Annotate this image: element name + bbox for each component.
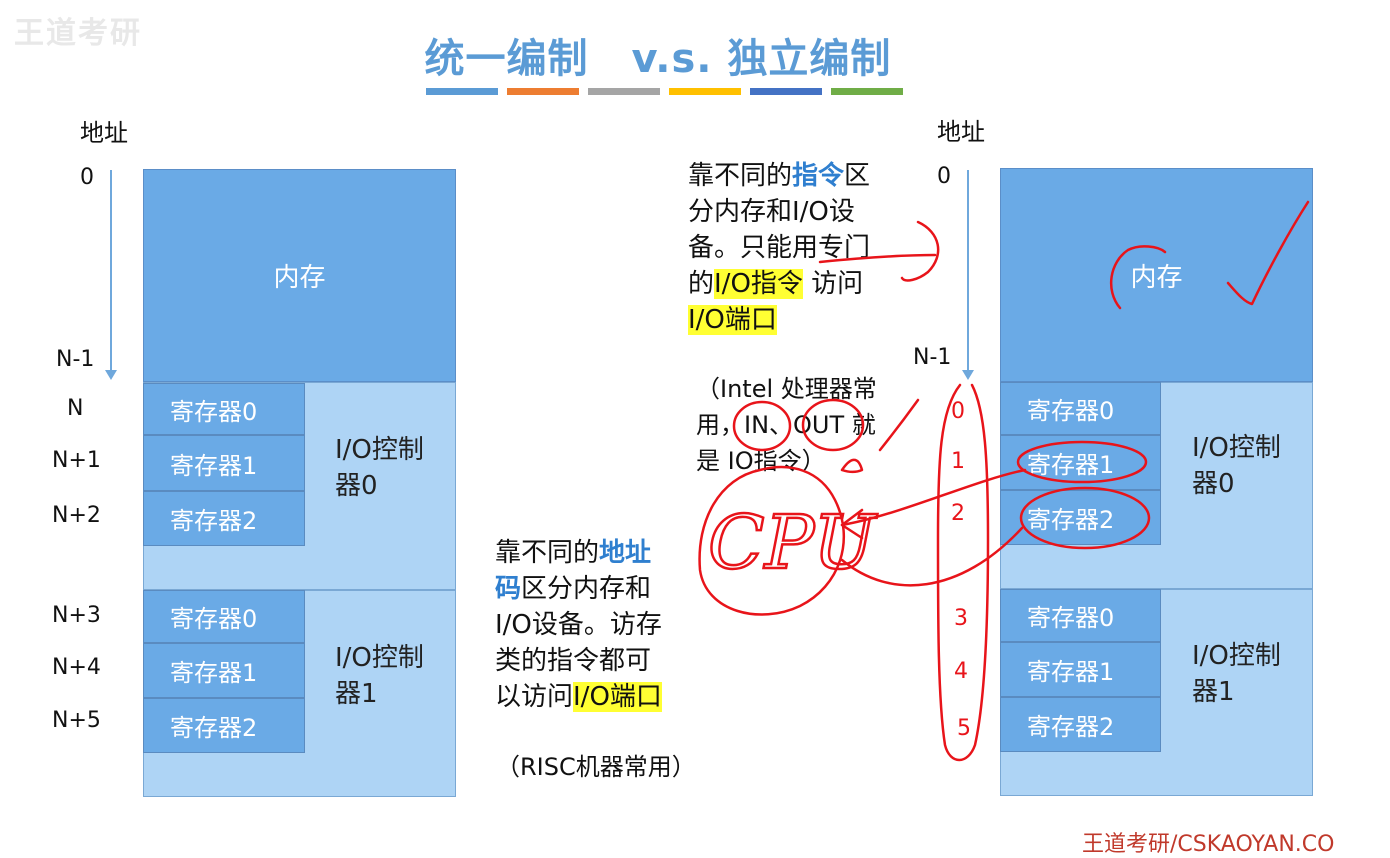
note-text: 用，IN、OUT 就 bbox=[696, 411, 876, 439]
address-axis-line bbox=[110, 170, 112, 370]
ink-port-number: 3 bbox=[954, 606, 968, 631]
title-right: 独立编制 bbox=[727, 36, 892, 82]
ink-port-enclosure bbox=[936, 383, 990, 762]
title-vs: v.s. bbox=[631, 36, 713, 82]
address-axis-arrow bbox=[105, 370, 117, 380]
address-axis-title: 地址 bbox=[937, 118, 985, 146]
note-intel: （Intel 处理器常 用，IN、OUT 就 是 IO指令） bbox=[696, 371, 877, 479]
note-text: 区 bbox=[844, 161, 871, 191]
io-controller-label: I/O控制 器1 bbox=[335, 640, 424, 712]
note-risc: （RISC机器常用） bbox=[496, 753, 696, 781]
note-text: 分内存和I/O设 bbox=[688, 197, 855, 227]
address-axis-arrow bbox=[962, 370, 974, 380]
logo: 王道考研 bbox=[14, 16, 142, 51]
title-left: 统一编制 bbox=[424, 36, 589, 82]
note-keyword: 地址 bbox=[599, 538, 652, 568]
register-2: 寄存器2 bbox=[143, 491, 305, 546]
register-0: 寄存器0 bbox=[1000, 589, 1161, 642]
io-controller-label-line: 器0 bbox=[1192, 469, 1235, 499]
io-controller-label-line: I/O控制 bbox=[1192, 433, 1281, 463]
note-text: 靠不同的 bbox=[688, 161, 793, 191]
slide-title: 统一编制 v.s. 独立编制 bbox=[0, 26, 1316, 84]
address-label: 0 bbox=[80, 165, 94, 190]
title-color-bar bbox=[669, 88, 741, 95]
register-0: 寄存器0 bbox=[143, 383, 305, 435]
memory-block: 内存 bbox=[1000, 168, 1313, 382]
title-color-bar bbox=[507, 88, 579, 95]
io-controller-label-line: 器0 bbox=[335, 471, 378, 501]
register-1: 寄存器1 bbox=[143, 435, 305, 491]
note-highlight: I/O端口 bbox=[573, 682, 662, 712]
io-controller-label: I/O控制 器1 bbox=[1192, 638, 1281, 710]
title-color-bar bbox=[750, 88, 822, 95]
address-axis-line bbox=[967, 170, 969, 370]
ink-port-number: 4 bbox=[954, 659, 968, 684]
address-label: N+2 bbox=[52, 503, 101, 528]
register-2: 寄存器2 bbox=[143, 698, 305, 753]
note-text: 以访问 bbox=[495, 682, 574, 712]
io-controller-label-line: 器1 bbox=[1192, 677, 1235, 707]
note-text: 的 bbox=[688, 269, 715, 299]
register-2: 寄存器2 bbox=[1000, 697, 1161, 752]
title-color-bar bbox=[588, 88, 660, 95]
note-text: （Intel 处理器常 bbox=[696, 375, 877, 403]
note-keyword: 码 bbox=[495, 574, 522, 604]
ink-arrow-head bbox=[840, 508, 864, 540]
note-independent-addressing: 靠不同的指令区 分内存和I/O设 备。只能用专门 的I/O指令 访问 I/O端口 bbox=[688, 158, 870, 338]
note-keyword: 指令 bbox=[792, 161, 845, 191]
note-unified-addressing: 靠不同的地址 码区分内存和 I/O设备。访存 类的指令都可 以访问I/O端口 bbox=[495, 535, 662, 715]
io-controller-label-line: I/O控制 bbox=[335, 643, 424, 673]
address-label: N bbox=[67, 396, 84, 421]
note-highlight: I/O端口 bbox=[688, 305, 777, 335]
note-text: 备。只能用专门 bbox=[688, 233, 871, 263]
ink-port-number: 0 bbox=[951, 399, 965, 424]
ink-port-number: 2 bbox=[951, 501, 965, 526]
ink-cpu-label: CPU bbox=[708, 500, 878, 586]
register-2: 寄存器2 bbox=[1000, 490, 1161, 545]
register-1: 寄存器1 bbox=[1000, 435, 1161, 490]
note-text: 访问 bbox=[802, 269, 864, 299]
register-1: 寄存器1 bbox=[143, 643, 305, 698]
address-label: N+5 bbox=[52, 708, 101, 733]
memory-label: 内存 bbox=[273, 263, 326, 293]
address-axis-title: 地址 bbox=[80, 119, 128, 147]
io-controller-label: I/O控制 器0 bbox=[335, 432, 424, 504]
memory-label: 内存 bbox=[1130, 262, 1183, 293]
address-label: 0 bbox=[937, 164, 951, 189]
address-label: N+3 bbox=[52, 603, 101, 628]
io-controller-label: I/O控制 器0 bbox=[1192, 430, 1281, 502]
memory-block: 内存 bbox=[143, 169, 456, 382]
note-highlight: I/O指令 bbox=[714, 269, 803, 299]
footer-watermark: 王道考研/CSKAOYAN.CO bbox=[1082, 832, 1335, 857]
ink-tick bbox=[878, 398, 920, 452]
io-controller-label-line: I/O控制 bbox=[1192, 641, 1281, 671]
title-color-bar bbox=[426, 88, 498, 95]
io-controller-label-line: 器1 bbox=[335, 679, 378, 709]
io-controller-label-line: I/O控制 bbox=[335, 435, 424, 465]
ink-port-number: 1 bbox=[951, 449, 965, 474]
address-label: N-1 bbox=[913, 345, 952, 370]
address-label: N-1 bbox=[56, 347, 95, 372]
address-label: N+1 bbox=[52, 448, 101, 473]
note-text: 是 IO指令） bbox=[696, 447, 826, 475]
title-color-bar bbox=[831, 88, 903, 95]
register-0: 寄存器0 bbox=[143, 590, 305, 643]
register-0: 寄存器0 bbox=[1000, 382, 1161, 435]
note-text: 区分内存和 bbox=[521, 574, 652, 604]
note-text: 类的指令都可 bbox=[495, 646, 652, 676]
note-text: 靠不同的 bbox=[495, 538, 600, 568]
ink-port-number: 5 bbox=[957, 716, 971, 741]
register-1: 寄存器1 bbox=[1000, 642, 1161, 697]
address-label: N+4 bbox=[52, 655, 101, 680]
note-text: I/O设备。访存 bbox=[495, 610, 662, 640]
ink-cpu-to-register2 bbox=[840, 526, 1024, 587]
ink-cpu-circle bbox=[698, 465, 845, 616]
